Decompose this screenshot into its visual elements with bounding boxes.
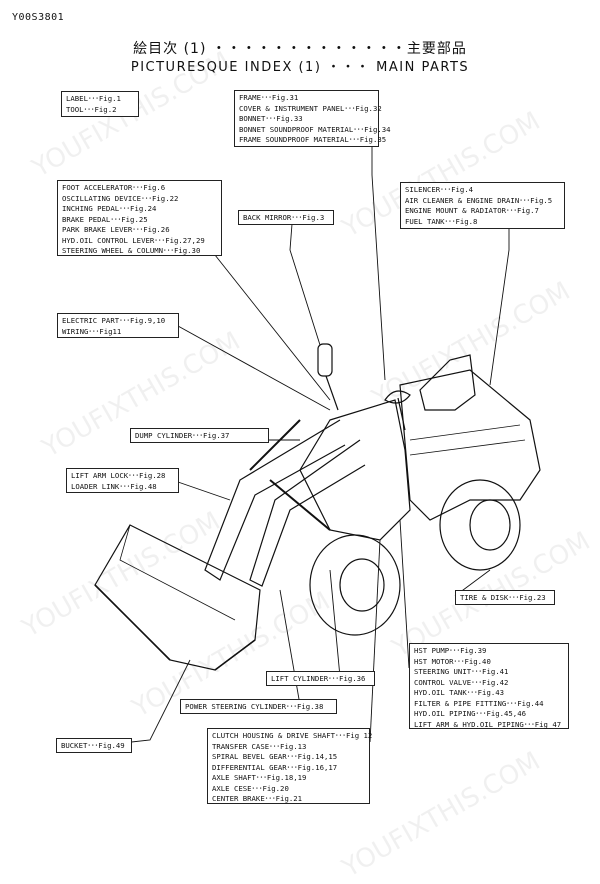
lift-arm-lock-fig-link[interactable]: LIFT ARM LOCK･･･Fig.28 xyxy=(71,471,166,480)
silencer-box: SILENCER･･･Fig.4 AIR CLEANER & ENGINE DR… xyxy=(400,182,565,229)
bonnet-fig-link[interactable]: BONNET･･･Fig.33 xyxy=(239,114,303,123)
lift-arm-hyd-oil-piping-fig-link[interactable]: LIFT ARM & HYD.OIL PIPING･･･Fig 47 xyxy=(414,719,562,729)
silencer-fig-link[interactable]: SILENCER･･･Fig.4 xyxy=(405,185,474,194)
tool-fig-link[interactable]: TOOL･･･Fig.2 xyxy=(66,104,117,114)
hyd-oil-control-lever-fig-link[interactable]: HYD.OIL CONTROL LEVER･･･Fig.27,29 xyxy=(62,235,205,245)
front-tire xyxy=(309,534,401,636)
bucket-shape xyxy=(94,524,261,671)
differential-gear-fig-link[interactable]: DIFFERENTIAL GEAR･･･Fig.16,17 xyxy=(212,762,338,772)
bucket-box: BUCKET･･･Fig.49 xyxy=(56,738,132,753)
power-steering-cylinder-fig-link[interactable]: POWER STEERING CYLINDER･･･Fig.38 xyxy=(185,702,324,711)
rear-tire xyxy=(439,479,521,571)
spiral-bevel-gear-fig-link[interactable]: SPIRAL BEVEL GEAR･･･Fig.14,15 xyxy=(212,752,338,761)
park-brake-lever-fig-link[interactable]: PARK BRAKE LEVER･･･Fig.26 xyxy=(62,225,170,234)
lift-cylinder-shape xyxy=(269,479,331,531)
frame-box: FRAME･･･Fig.31 COVER & INSTRUMENT PANEL･… xyxy=(234,90,391,147)
bonnet-soundproof-fig-link[interactable]: BONNET SOUNDPROOF MATERIAL･･･Fig.34 xyxy=(239,124,391,134)
frame-fig-link[interactable]: FRAME･･･Fig.31 xyxy=(239,93,299,102)
operator-seat xyxy=(419,354,476,411)
dump-cylinder-fig-link[interactable]: DUMP CYLINDER･･･Fig.37 xyxy=(135,431,230,440)
hyd-oil-piping-fig-link[interactable]: HYD.OIL PIPING･･･Fig.45,46 xyxy=(414,709,526,718)
hst-box: HST PUMP･･･Fig.39 HST MOTOR･･･Fig.40 STE… xyxy=(409,643,569,729)
oscillating-device-fig-link[interactable]: OSCILLATING DEVICE･･･Fig.22 xyxy=(62,193,179,203)
cover-instrument-panel-fig-link[interactable]: COVER & INSTRUMENT PANEL･･･Fig.32 xyxy=(239,103,382,113)
back-mirror-fig-link[interactable]: BACK MIRROR･･･Fig.3 xyxy=(243,213,325,222)
clutch-box: CLUTCH HOUSING & DRIVE SHAFT･･･Fig 12 TR… xyxy=(207,728,373,804)
filter-pipe-fitting-fig-link[interactable]: FILTER & PIPE FITTING･･･Fig.44 xyxy=(414,698,544,708)
steering-wheel-column-fig-link[interactable]: STEERING WHEEL & COLUMN･･･Fig.30 xyxy=(62,246,201,255)
tire-disk-fig-link[interactable]: TIRE & DISK･･･Fig.23 xyxy=(460,593,546,602)
hst-motor-fig-link[interactable]: HST MOTOR･･･Fig.40 xyxy=(414,656,491,666)
lift-arm-lock-box: LIFT ARM LOCK･･･Fig.28 LOADER LINK･･･Fig… xyxy=(66,468,179,493)
front-frame xyxy=(299,399,411,541)
wiring-fig-link[interactable]: WIRING･･･Fig11 xyxy=(62,326,122,336)
electric-box: ELECTRIC PART･･･Fig.9,10 WIRING･･･Fig11 xyxy=(57,313,179,338)
engine-hood xyxy=(399,369,541,521)
loader-link-fig-link[interactable]: LOADER LINK･･･Fig.48 xyxy=(71,481,157,491)
bucket-fig-link[interactable]: BUCKET･･･Fig.49 xyxy=(61,741,125,750)
inching-pedal-fig-link[interactable]: INCHING PEDAL･･･Fig.24 xyxy=(62,204,157,213)
engine-mount-radiator-fig-link[interactable]: ENGINE MOUNT & RADIATOR･･･Fig.7 xyxy=(405,206,539,215)
back-mirror-shape xyxy=(317,343,333,377)
dump-cylinder-shape xyxy=(249,419,301,471)
tire-disk-box: TIRE & DISK･･･Fig.23 xyxy=(455,590,555,605)
axle-case-fig-link[interactable]: AXLE CESE･･･Fig.20 xyxy=(212,783,289,793)
lift-cylinder-box: LIFT CYLINDER･･･Fig.36 xyxy=(266,671,375,686)
label-fig-link[interactable]: LABEL･･･Fig.1 xyxy=(66,94,121,103)
dump-cylinder-box: DUMP CYLINDER･･･Fig.37 xyxy=(130,428,269,443)
page-title-japanese: 絵目次 (1) ・・・・・・・・・・・・・主要部品 xyxy=(133,41,467,57)
wheel-loader-illustration xyxy=(94,147,541,746)
power-steering-box: POWER STEERING CYLINDER･･･Fig.38 xyxy=(180,699,337,714)
axle-shaft-fig-link[interactable]: AXLE SHAFT･･･Fig.18,19 xyxy=(212,773,307,782)
foot-accelerator-fig-link[interactable]: FOOT ACCELERATOR･･･Fig.6 xyxy=(62,183,166,192)
lift-cylinder-fig-link[interactable]: LIFT CYLINDER･･･Fig.36 xyxy=(271,674,366,683)
hyd-oil-tank-fig-link[interactable]: HYD.OIL TANK･･･Fig.43 xyxy=(414,688,505,697)
electric-part-fig-link[interactable]: ELECTRIC PART･･･Fig.9,10 xyxy=(62,316,166,325)
clutch-housing-fig-link[interactable]: CLUTCH HOUSING & DRIVE SHAFT･･･Fig 12 xyxy=(212,731,373,740)
control-valve-fig-link[interactable]: CONTROL VALVE･･･Fig.42 xyxy=(414,677,509,687)
label-tool-box: LABEL･･･Fig.1 TOOL･･･Fig.2 xyxy=(61,91,139,117)
lift-arm xyxy=(204,419,346,581)
hst-pump-fig-link[interactable]: HST PUMP･･･Fig.39 xyxy=(414,646,487,655)
transfer-case-fig-link[interactable]: TRANSFER CASE･･･Fig.13 xyxy=(212,741,307,751)
fuel-tank-fig-link[interactable]: FUEL TANK･･･Fig.8 xyxy=(405,216,478,226)
page-title-english: PICTURESQUE INDEX (1) ・・・ MAIN PARTS xyxy=(130,60,470,75)
air-cleaner-fig-link[interactable]: AIR CLEANER & ENGINE DRAIN･･･Fig.5 xyxy=(405,195,553,205)
brake-pedal-fig-link[interactable]: BRAKE PEDAL･･･Fig.25 xyxy=(62,214,148,224)
hood-stripe xyxy=(409,424,526,456)
back-mirror-box: BACK MIRROR･･･Fig.3 xyxy=(238,210,334,225)
center-brake-fig-link[interactable]: CENTER BRAKE･･･Fig.21 xyxy=(212,794,303,803)
frame-soundproof-fig-link[interactable]: FRAME SOUNDPROOF MATERIAL･･･Fig.35 xyxy=(239,135,387,144)
pedals-box: FOOT ACCELERATOR･･･Fig.6 OSCILLATING DEV… xyxy=(57,180,222,256)
document-id: Y00S3801 xyxy=(12,12,65,23)
steering-unit-fig-link[interactable]: STEERING UNIT･･･Fig.41 xyxy=(414,667,509,676)
steering-wheel xyxy=(384,390,411,404)
